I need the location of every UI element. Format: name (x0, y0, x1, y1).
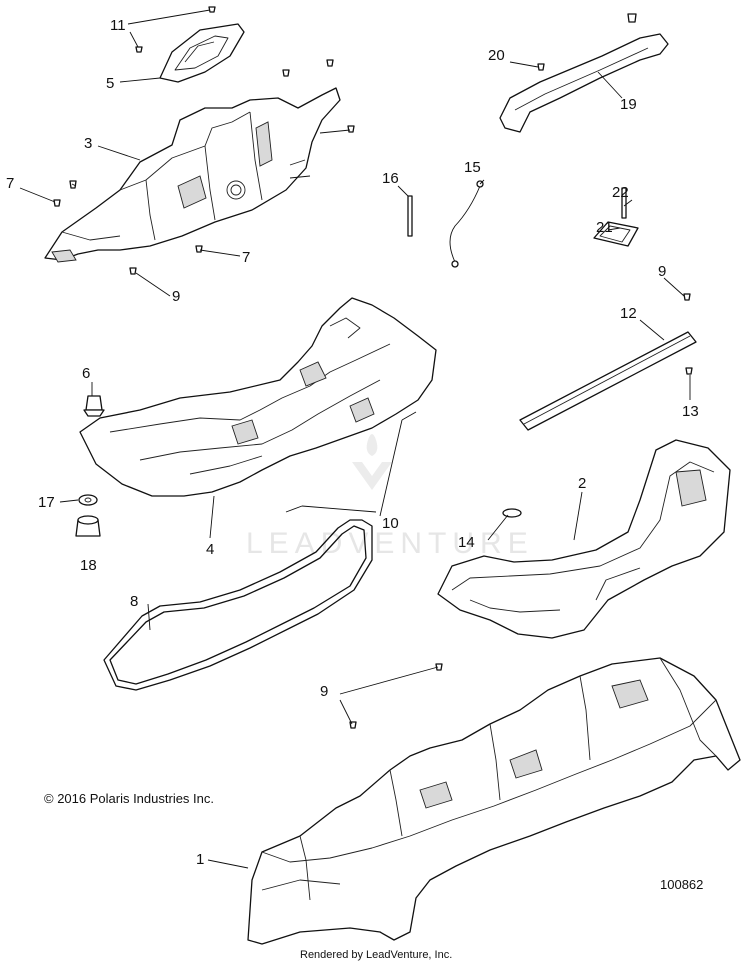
callout-16: 16 (382, 170, 399, 187)
callout-1: 1 (196, 851, 204, 868)
part-20-fastener (537, 63, 545, 71)
callout-9-lower: 9 (320, 683, 328, 700)
callout-7-right: 7 (242, 249, 250, 266)
callout-labels: 11 5 3 7 7 9 20 19 15 16 22 21 9 12 13 6… (6, 17, 699, 868)
diagram-number: 100862 (660, 877, 703, 892)
part-6-pin (83, 395, 105, 417)
callout-15: 15 (464, 159, 481, 176)
callout-8: 8 (130, 593, 138, 610)
watermark-text: LEADVENTURE (246, 527, 534, 560)
callout-21: 21 (596, 219, 613, 236)
part-17-washer (78, 494, 98, 506)
watermark: LEADVENTURE (246, 434, 534, 560)
part-2-tray (437, 439, 731, 639)
part-8-gasket (103, 519, 373, 691)
callout-3: 3 (84, 135, 92, 152)
part-18-grommet (75, 515, 101, 537)
callout-18: 18 (80, 557, 97, 574)
callout-17: 17 (38, 494, 55, 511)
callout-5: 5 (106, 75, 114, 92)
callout-6: 6 (82, 365, 90, 382)
rendered-by-text: Rendered by LeadVenture, Inc. (300, 949, 452, 961)
part-3-console (44, 87, 341, 263)
callout-20: 20 (488, 47, 505, 64)
callout-2: 2 (578, 475, 586, 492)
part-9-screw-lower (349, 663, 443, 729)
part-14-plug (502, 508, 522, 518)
copyright-text: © 2016 Polaris Industries Inc. (44, 791, 214, 806)
callout-14: 14 (458, 534, 475, 551)
callout-7-left: 7 (6, 175, 14, 192)
callout-19: 19 (620, 96, 637, 113)
part-13-fastener (685, 367, 693, 375)
part-21-grommet (593, 221, 639, 247)
part-4-floor (79, 297, 437, 497)
callout-22: 22 (612, 184, 629, 201)
part-1-fender (247, 657, 741, 945)
callout-10: 10 (382, 515, 399, 532)
part-11-screw (135, 6, 216, 53)
part-12-strap (519, 331, 697, 431)
callout-12: 12 (620, 305, 637, 322)
part-19-bracket (499, 13, 669, 133)
part-15-cable (449, 180, 484, 268)
part-22-bolt (621, 187, 627, 219)
part-10-rod (285, 411, 417, 513)
leader-lines (19, 9, 691, 869)
callout-11: 11 (110, 17, 126, 34)
callout-9-right: 9 (658, 263, 666, 280)
callout-13: 13 (682, 403, 699, 420)
callout-4: 4 (206, 541, 214, 558)
part-5-bracket (159, 23, 245, 83)
part-9-screw-right (683, 293, 691, 301)
callout-9-top: 9 (172, 288, 180, 305)
part-16-stud (407, 195, 413, 237)
